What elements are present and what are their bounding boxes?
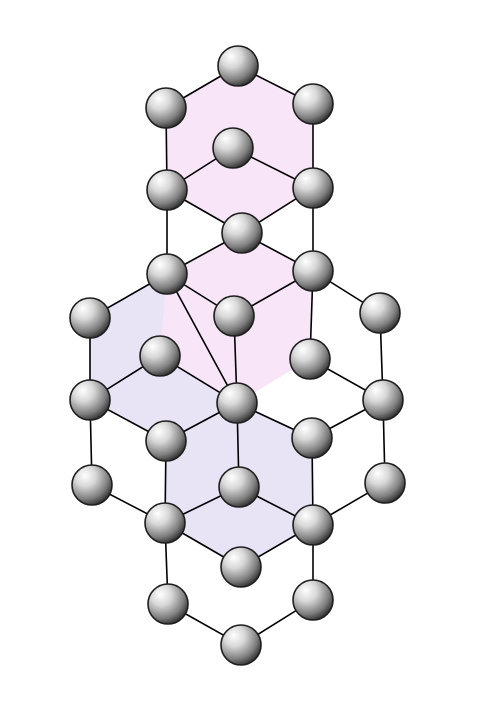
atom-23 — [144, 502, 186, 544]
atom-13 — [139, 335, 181, 377]
atom-21 — [218, 466, 260, 508]
atom-11 — [213, 295, 255, 337]
atom-15 — [69, 379, 111, 421]
highlighted-faces — [90, 66, 313, 567]
atom-5 — [146, 169, 188, 211]
atom-19 — [291, 417, 333, 459]
atom-10 — [69, 297, 111, 339]
atom-18 — [145, 420, 187, 462]
atom-3 — [292, 83, 334, 125]
atom-6 — [292, 167, 334, 209]
atom-4 — [212, 127, 254, 169]
atom-22 — [364, 462, 406, 504]
atom-16 — [216, 382, 258, 424]
atoms — [69, 45, 406, 666]
atom-27 — [292, 579, 334, 621]
atom-24 — [292, 504, 334, 546]
atom-9 — [292, 250, 334, 292]
atom-7 — [221, 212, 263, 254]
atom-8 — [146, 253, 188, 295]
atom-26 — [147, 583, 189, 625]
left-lavender-face — [90, 274, 237, 441]
atom-2 — [145, 87, 187, 129]
atom-25 — [220, 546, 262, 588]
atom-20 — [71, 464, 113, 506]
atom-14 — [289, 338, 331, 380]
atom-17 — [362, 379, 404, 421]
atom-28 — [220, 624, 262, 666]
bond-17 — [166, 273, 238, 404]
atom-1 — [217, 45, 259, 87]
atom-12 — [359, 292, 401, 334]
